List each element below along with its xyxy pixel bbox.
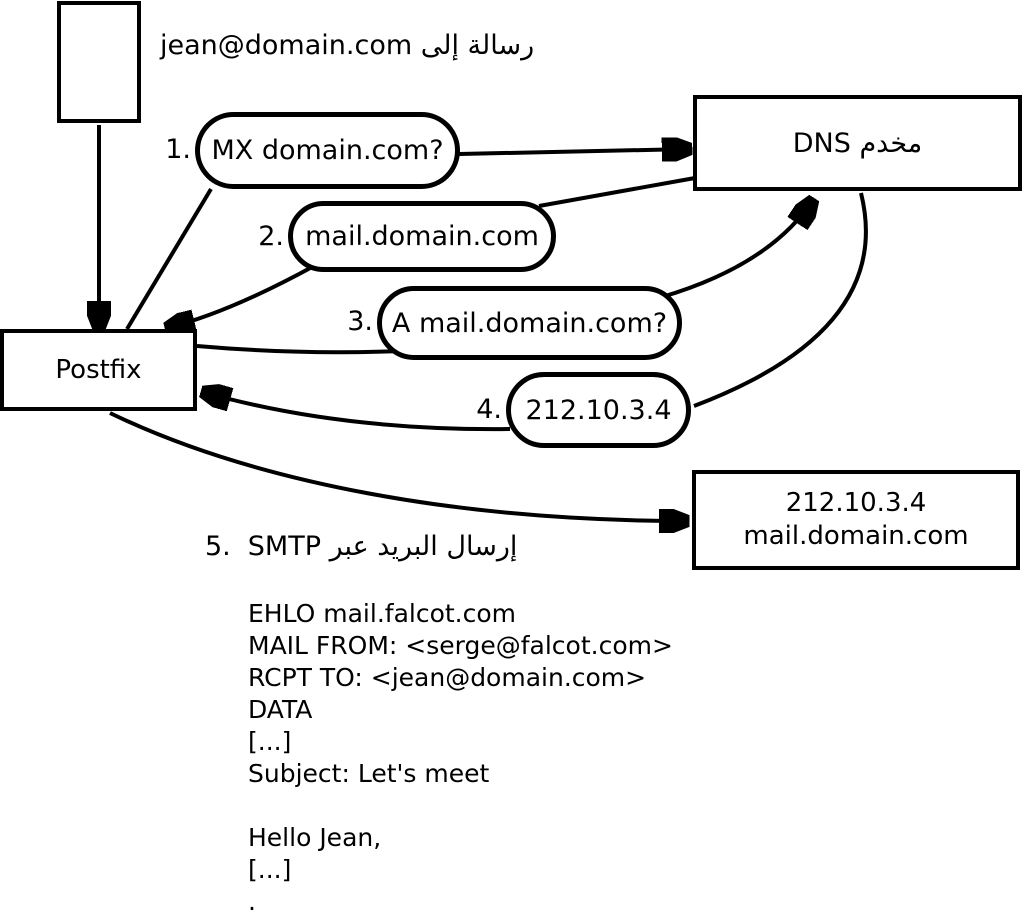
smtp-session-transcript: EHLO mail.falcot.com MAIL FROM: <serge@f… — [248, 599, 673, 916]
arrow-query3-to-dns — [661, 200, 813, 299]
query-pill-a-record-label: A mail.domain.com? — [391, 307, 668, 339]
reply-pill-mailhost: mail.domain.com — [288, 201, 556, 272]
query-pill-a-record: A mail.domain.com? — [377, 286, 682, 360]
step-number-2: 2. — [258, 221, 284, 252]
arrow-postfix-to-destination — [109, 411, 687, 521]
arrow-query1-to-dns — [458, 149, 690, 154]
arrow-reply2-to-postfix — [167, 264, 315, 328]
reply-pill-ip-label: 212.10.3.4 — [525, 394, 672, 426]
destination-server-box: 212.10.3.4 mail.domain.com — [692, 470, 1020, 570]
reply-pill-ip: 212.10.3.4 — [506, 372, 691, 448]
postfix-box: Postfix — [0, 329, 197, 411]
message-recipient-note: رسالة إلى jean@domain.com — [160, 30, 535, 61]
step-5-caption: 5. إرسال البريد عبر SMTP — [205, 531, 517, 562]
destination-ip-label: 212.10.3.4 — [785, 488, 927, 518]
arrow-reply4-to-postfix — [203, 392, 511, 432]
dns-server-box: مخدم DNS — [693, 95, 1022, 191]
destination-host-label: mail.domain.com — [743, 521, 969, 551]
dns-server-label: مخدم DNS — [792, 127, 923, 159]
query-pill-mx-label: MX domain.com? — [211, 135, 444, 166]
message-box — [57, 1, 141, 123]
line-postfix-to-query1 — [125, 187, 213, 331]
line-postfix-to-query3 — [196, 344, 401, 355]
line-dns-to-reply2 — [538, 176, 696, 208]
step-number-5: 5. — [205, 531, 231, 562]
step-number-4: 4. — [476, 394, 502, 425]
reply-pill-mailhost-label: mail.domain.com — [305, 221, 539, 252]
step-5-label: إرسال البريد عبر SMTP — [247, 531, 518, 562]
postfix-label: Postfix — [55, 355, 142, 385]
line-dns-to-reply4 — [693, 192, 868, 408]
step-number-1: 1. — [165, 134, 191, 165]
query-pill-mx: MX domain.com? — [195, 112, 460, 189]
step-number-3: 3. — [347, 306, 373, 337]
